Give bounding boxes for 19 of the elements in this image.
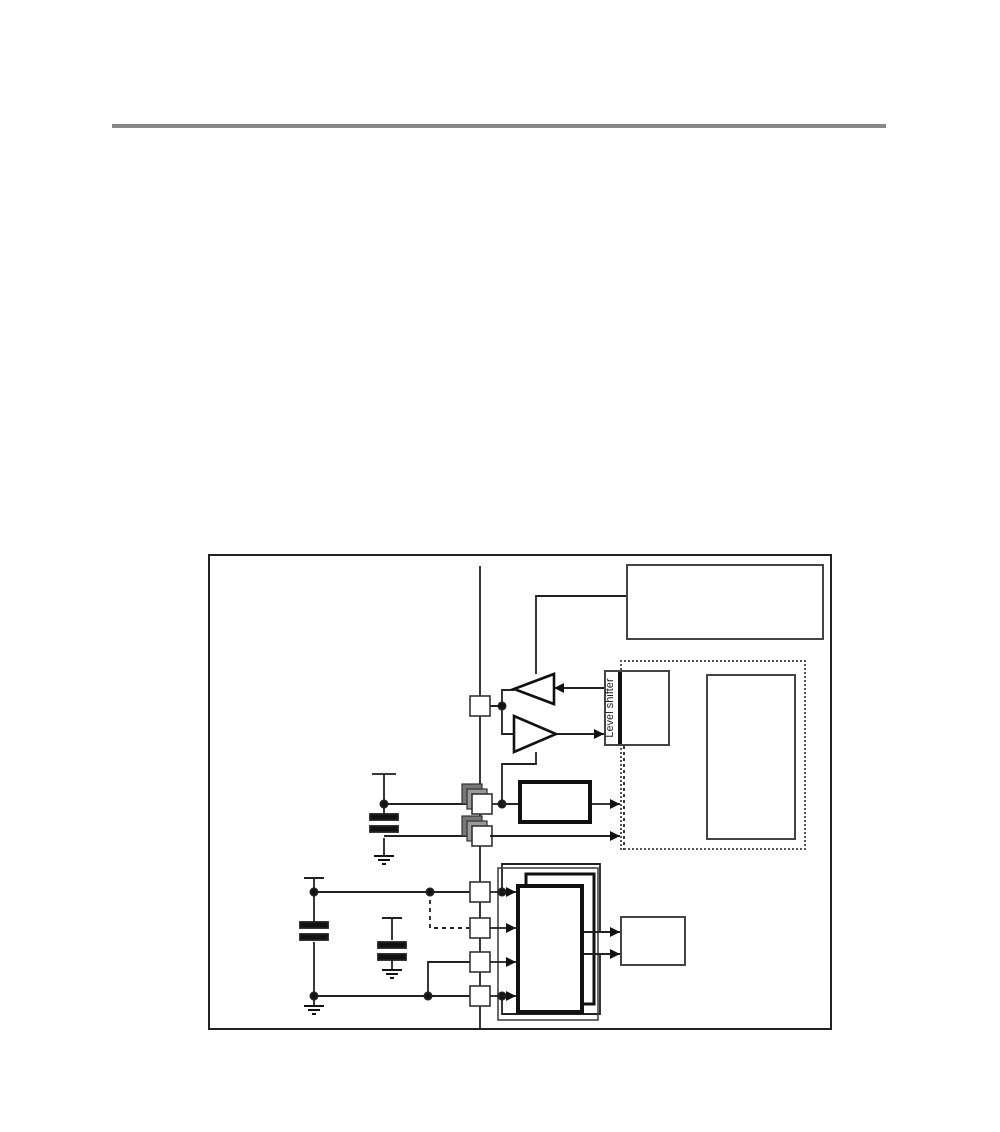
- connector-arrow: [583, 927, 621, 937]
- connector-arrow: [489, 831, 621, 841]
- amplifier-triangle: [514, 716, 556, 752]
- connector-arrow: [489, 923, 517, 933]
- block-box: [516, 884, 584, 1014]
- connector-arrow: [591, 799, 621, 809]
- block-box: [706, 674, 796, 840]
- block-box: [626, 564, 824, 640]
- amplifier-triangle: [514, 674, 554, 704]
- dotted-region: [620, 660, 806, 850]
- connector-arrow: [583, 949, 621, 959]
- connector-arrow: [553, 683, 605, 693]
- connector-arrow: [489, 991, 517, 1001]
- block-box: [620, 916, 686, 966]
- block-box: [518, 780, 592, 824]
- connector-arrow: [489, 887, 517, 897]
- level-shifter-box: [604, 670, 670, 746]
- connector-arrow: [489, 957, 517, 967]
- connector-arrow: [555, 729, 605, 739]
